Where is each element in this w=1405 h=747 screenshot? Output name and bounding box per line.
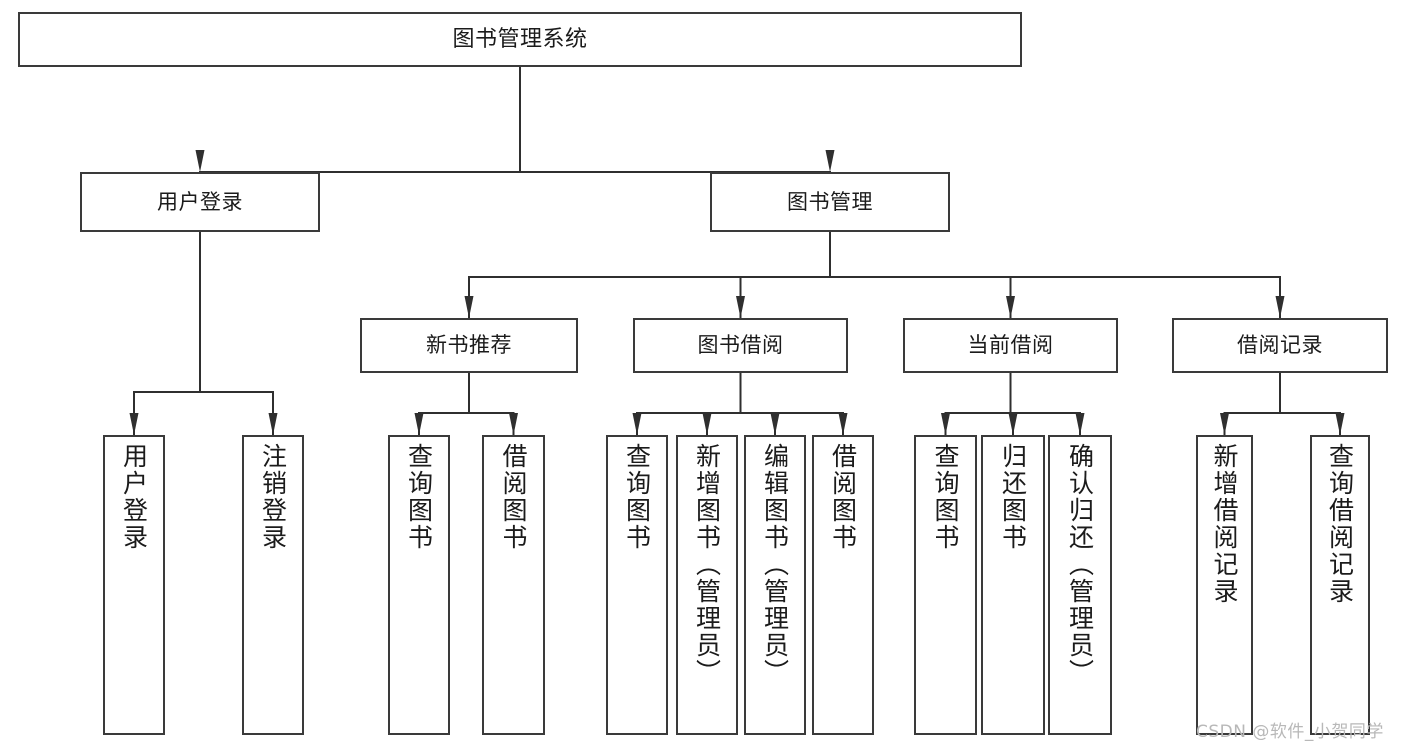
- arrowhead-borrow_record-to-leaf_query_rec: [1335, 413, 1345, 435]
- arrowhead-current_borrow-to-leaf_confirm: [1075, 413, 1085, 435]
- node-label-leaf_query_3: 查询图书: [931, 443, 960, 551]
- node-label-leaf_query_1: 查询图书: [404, 443, 434, 551]
- arrowhead-book_manage-to-current_borrow: [1006, 296, 1015, 318]
- node-user_login[interactable]: 用户登录: [80, 172, 320, 232]
- node-leaf_add_rec[interactable]: 新增借阅记录: [1196, 435, 1253, 735]
- node-label-current_borrow: 当前借阅: [967, 333, 1054, 358]
- node-label-user_login: 用户登录: [157, 189, 243, 214]
- node-new_book_rec[interactable]: 新书推荐: [360, 318, 578, 373]
- node-current_borrow[interactable]: 当前借阅: [903, 318, 1118, 373]
- node-leaf_confirm[interactable]: 确认归还（管理员）: [1048, 435, 1112, 735]
- arrowhead-book_borrow-to-leaf_edit_book: [770, 413, 780, 435]
- node-leaf_edit_book[interactable]: 编辑图书（管理员）: [744, 435, 806, 735]
- node-leaf_query_3[interactable]: 查询图书: [914, 435, 977, 735]
- arrowhead-book_manage-to-new_book_rec: [464, 296, 474, 318]
- node-leaf_query_1[interactable]: 查询图书: [388, 435, 450, 735]
- node-leaf_login[interactable]: 用户登录: [103, 435, 165, 735]
- node-label-book_borrow: 图书借阅: [697, 333, 784, 358]
- node-label-leaf_edit_book: 编辑图书（管理员）: [760, 443, 790, 686]
- node-label-book_manage: 图书管理: [787, 189, 873, 214]
- arrowhead-root-to-user_login: [195, 150, 205, 172]
- node-leaf_query_rec[interactable]: 查询借阅记录: [1310, 435, 1370, 735]
- node-label-leaf_add_rec: 新增借阅记录: [1210, 443, 1239, 605]
- arrowhead-user_login-to-leaf_login: [129, 413, 139, 435]
- node-label-borrow_record: 借阅记录: [1237, 333, 1323, 358]
- arrowhead-root-to-book_manage: [825, 150, 835, 172]
- watermark: CSDN @软件_小贺同学: [1196, 722, 1384, 742]
- node-leaf_borrow_2[interactable]: 借阅图书: [812, 435, 874, 735]
- node-label-leaf_login: 用户登录: [119, 443, 149, 551]
- node-borrow_record[interactable]: 借阅记录: [1172, 318, 1388, 373]
- arrowhead-new_book_rec-to-leaf_borrow_1: [509, 413, 518, 435]
- arrowhead-book_borrow-to-leaf_query_2: [632, 413, 642, 435]
- arrowhead-current_borrow-to-leaf_query_3: [941, 413, 950, 435]
- arrowhead-current_borrow-to-leaf_return: [1008, 413, 1018, 435]
- node-root[interactable]: 图书管理系统: [18, 12, 1022, 67]
- arrowhead-new_book_rec-to-leaf_query_1: [414, 413, 424, 435]
- node-label-leaf_logout: 注销登录: [258, 443, 288, 551]
- node-leaf_logout[interactable]: 注销登录: [242, 435, 304, 735]
- node-label-leaf_borrow_1: 借阅图书: [499, 443, 528, 551]
- node-label-leaf_add_book: 新增图书（管理员）: [692, 443, 722, 686]
- node-leaf_borrow_1[interactable]: 借阅图书: [482, 435, 545, 735]
- node-label-leaf_confirm: 确认归还（管理员）: [1065, 443, 1095, 686]
- node-label-leaf_borrow_2: 借阅图书: [828, 443, 858, 551]
- node-book_borrow[interactable]: 图书借阅: [633, 318, 848, 373]
- arrowhead-user_login-to-leaf_logout: [268, 413, 278, 435]
- arrowhead-book_manage-to-book_borrow: [736, 296, 745, 318]
- node-label-root: 图书管理系统: [452, 26, 588, 52]
- arrowhead-borrow_record-to-leaf_add_rec: [1220, 413, 1229, 435]
- arrowhead-book_manage-to-borrow_record: [1275, 296, 1285, 318]
- node-label-leaf_query_2: 查询图书: [622, 443, 652, 551]
- node-leaf_return[interactable]: 归还图书: [981, 435, 1045, 735]
- node-label-leaf_return: 归还图书: [998, 443, 1028, 551]
- node-label-new_book_rec: 新书推荐: [426, 333, 512, 358]
- node-label-leaf_query_rec: 查询借阅记录: [1325, 443, 1355, 605]
- node-leaf_add_book[interactable]: 新增图书（管理员）: [676, 435, 738, 735]
- node-leaf_query_2[interactable]: 查询图书: [606, 435, 668, 735]
- arrowhead-book_borrow-to-leaf_add_book: [702, 413, 712, 435]
- node-book_manage[interactable]: 图书管理: [710, 172, 950, 232]
- arrowhead-book_borrow-to-leaf_borrow_2: [838, 413, 848, 435]
